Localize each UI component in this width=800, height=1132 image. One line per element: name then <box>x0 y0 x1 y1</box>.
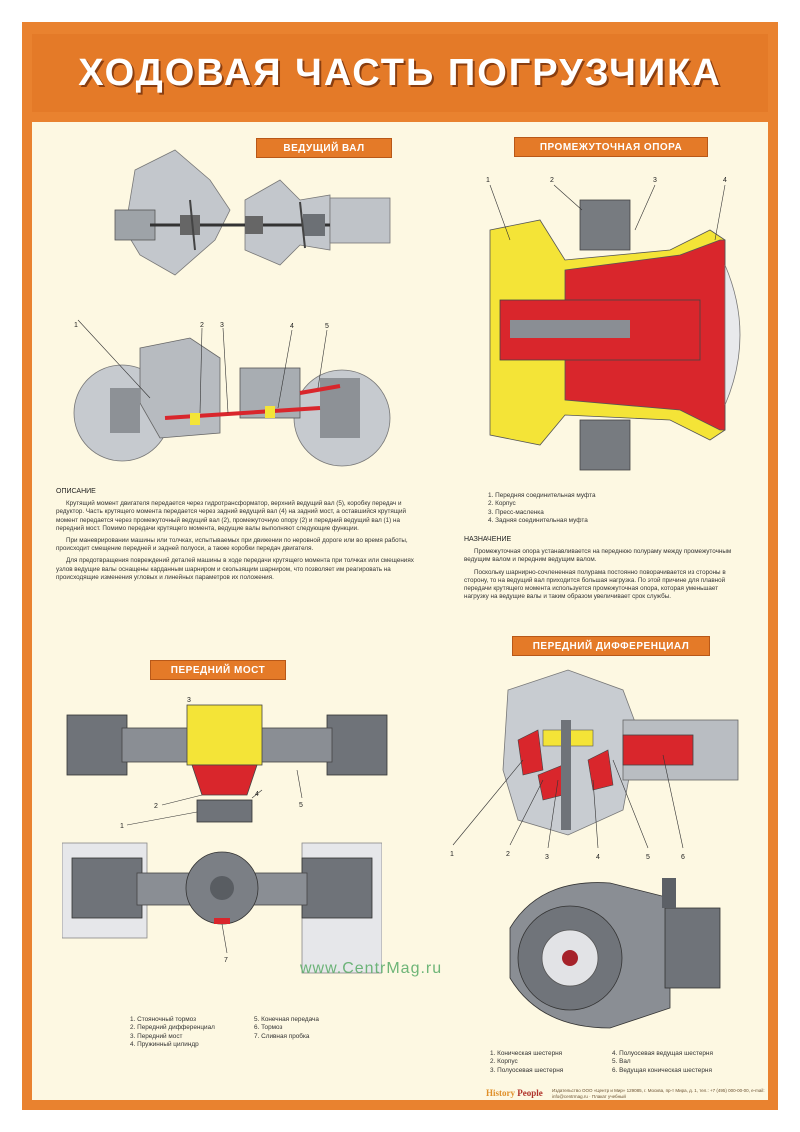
intermediate-support-callout-1: 1 <box>486 177 490 184</box>
front-axle-callout-4: 4 <box>255 791 259 798</box>
intermediate-support-drawing: 1 2 3 4 <box>486 177 741 471</box>
purpose-block: НАЗНАЧЕНИЕ Промежуточная опора устанавли… <box>464 536 744 605</box>
legend-item: 1. Коническая шестерня <box>490 1050 563 1057</box>
watermark-text: www.CentrMag.ru <box>300 960 443 977</box>
purpose-paragraph: Поскольку шарнирно-сочлененная полурама … <box>464 568 726 601</box>
front-differential-callout-3: 3 <box>545 854 549 861</box>
heading-intermediate-support: ПРОМЕЖУТОЧНАЯ ОПОРА <box>514 137 708 157</box>
front-axle-top-drawing: 3 2 4 5 1 <box>66 697 388 830</box>
drive-shaft-callout-2: 2 <box>200 322 204 329</box>
publisher-note: Издательство ООО «Центр и Мир» 129085, г… <box>552 1088 765 1099</box>
legend-item: 7. Сливная пробка <box>254 1032 310 1040</box>
legend-item: 2. Корпус <box>490 1058 518 1066</box>
brand-people: People <box>517 1088 543 1098</box>
heading-drive-shaft: ВЕДУЩИЙ ВАЛ <box>256 138 392 158</box>
legend-item: 6. Ведущая коническая шестерня <box>612 1066 712 1074</box>
front-axle-callout-2: 2 <box>154 803 158 810</box>
drive-shaft-side-view-drawing: 1 2 3 4 5 <box>73 319 391 467</box>
front-axle-callout-5: 5 <box>299 802 303 809</box>
legend-item: 3. Пресс-масленка <box>488 508 544 516</box>
front-axle-legend-right: 5. Конечная передача 6. Тормоз 7. Сливна… <box>254 1016 319 1041</box>
legend-item: 3. Передний мост <box>130 1032 183 1040</box>
front-differential-legend-right: 4. Полуосевая ведущая шестерня 5. Вал 6.… <box>612 1050 713 1075</box>
drive-shaft-callout-4: 4 <box>290 323 294 330</box>
legend-item: 5. Конечная передача <box>254 1016 319 1023</box>
description-paragraph: Для предотвращения повреждений деталей м… <box>56 557 414 581</box>
legend-item: 4. Полуосевая ведущая шестерня <box>612 1050 713 1057</box>
intermediate-support-callout-2: 2 <box>550 177 554 184</box>
description-paragraph: При маневрировании машины или толчках, и… <box>56 537 408 553</box>
front-differential-callout-5: 5 <box>646 854 650 861</box>
intermediate-support-callout-4: 4 <box>723 177 727 184</box>
legend-item: 5. Вал <box>612 1058 631 1066</box>
legend-item: 1. Передняя соединительная муфта <box>488 492 596 499</box>
heading-front-axle: ПЕРЕДНИЙ МОСТ <box>150 660 286 680</box>
drive-shaft-top-view-drawing <box>114 149 391 276</box>
front-differential-section-drawing: 1 2 3 4 5 6 <box>450 669 739 861</box>
poster-title: ХОДОВАЯ ЧАСТЬ ПОГРУЗЧИКА <box>32 34 768 112</box>
drive-shaft-callout-3: 3 <box>220 322 224 329</box>
front-axle-callout-3: 3 <box>187 697 191 704</box>
heading-front-differential: ПЕРЕДНИЙ ДИФФЕРЕНЦИАЛ <box>512 636 710 656</box>
front-differential-callout-2: 2 <box>506 851 510 858</box>
legend-item: 4. Пружинный цилиндр <box>130 1041 199 1049</box>
front-axle-bottom-drawing: 7 <box>62 842 382 974</box>
description-block: ОПИСАНИЕ Крутящий момент двигателя перед… <box>56 488 416 586</box>
purpose-paragraph: Промежуточная опора устанавливается на п… <box>464 548 732 564</box>
front-differential-callout-6: 6 <box>681 854 685 861</box>
front-differential-legend-left: 1. Коническая шестерня 2. Корпус 3. Полу… <box>490 1050 563 1075</box>
front-axle-callout-7: 7 <box>224 957 228 964</box>
description-paragraph: Крутящий момент двигателя передается чер… <box>56 500 407 532</box>
drive-shaft-callout-1: 1 <box>74 322 78 329</box>
front-axle-legend-left: 1. Стояночный тормоз 2. Передний диффере… <box>130 1016 215 1050</box>
purpose-heading: НАЗНАЧЕНИЕ <box>464 536 512 543</box>
drive-shaft-callout-5: 5 <box>325 323 329 330</box>
brand-history: History <box>486 1088 515 1098</box>
description-heading: ОПИСАНИЕ <box>56 488 96 495</box>
intermediate-support-legend: 1. Передняя соединительная муфта 2. Корп… <box>488 492 596 526</box>
front-axle-callout-1: 1 <box>120 823 124 830</box>
legend-item: 3. Полуосевая шестерня <box>490 1066 564 1074</box>
publisher-logo: History People <box>486 1088 543 1098</box>
legend-item: 1. Стояночный тормоз <box>130 1016 197 1023</box>
legend-item: 2. Передний дифференциал <box>130 1024 215 1032</box>
intermediate-support-callout-3: 3 <box>653 177 657 184</box>
legend-item: 6. Тормоз <box>254 1024 283 1032</box>
legend-item: 4. Задняя соединительная муфта <box>488 517 588 525</box>
legend-item: 2. Корпус <box>488 500 516 508</box>
front-differential-callout-4: 4 <box>596 854 600 861</box>
front-differential-callout-1: 1 <box>450 851 454 858</box>
front-differential-exterior-drawing <box>509 878 721 1029</box>
